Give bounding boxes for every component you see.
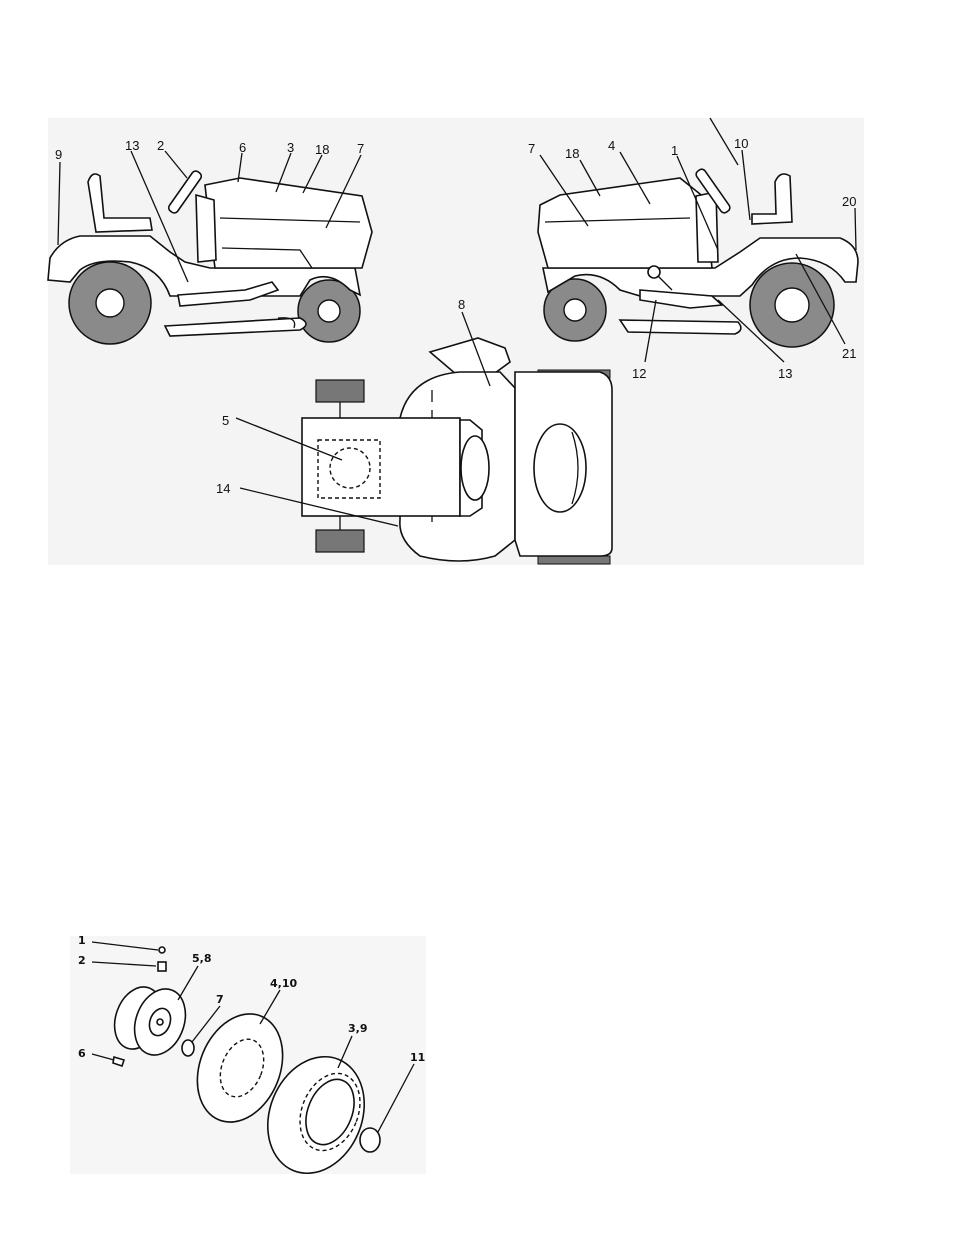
wheel-callout-3-9: 3,9 [348, 1022, 368, 1035]
wheel-callout-2: 2 [78, 954, 86, 967]
bolt [113, 1057, 124, 1066]
valve-stem [158, 962, 166, 971]
valve-cap [159, 947, 165, 953]
wheel-callout-1: 1 [78, 934, 86, 947]
hub-cap [360, 1128, 380, 1152]
wheel-callout-5-8: 5,8 [192, 952, 212, 965]
wheel-callout-6: 6 [78, 1047, 86, 1060]
wheel-callout-7: 7 [216, 993, 224, 1006]
wheel-callout-4-10: 4,10 [270, 977, 297, 990]
wheel-parts [106, 947, 381, 1188]
wheel-callout-11: 11 [410, 1051, 425, 1064]
bearing [182, 1040, 194, 1056]
